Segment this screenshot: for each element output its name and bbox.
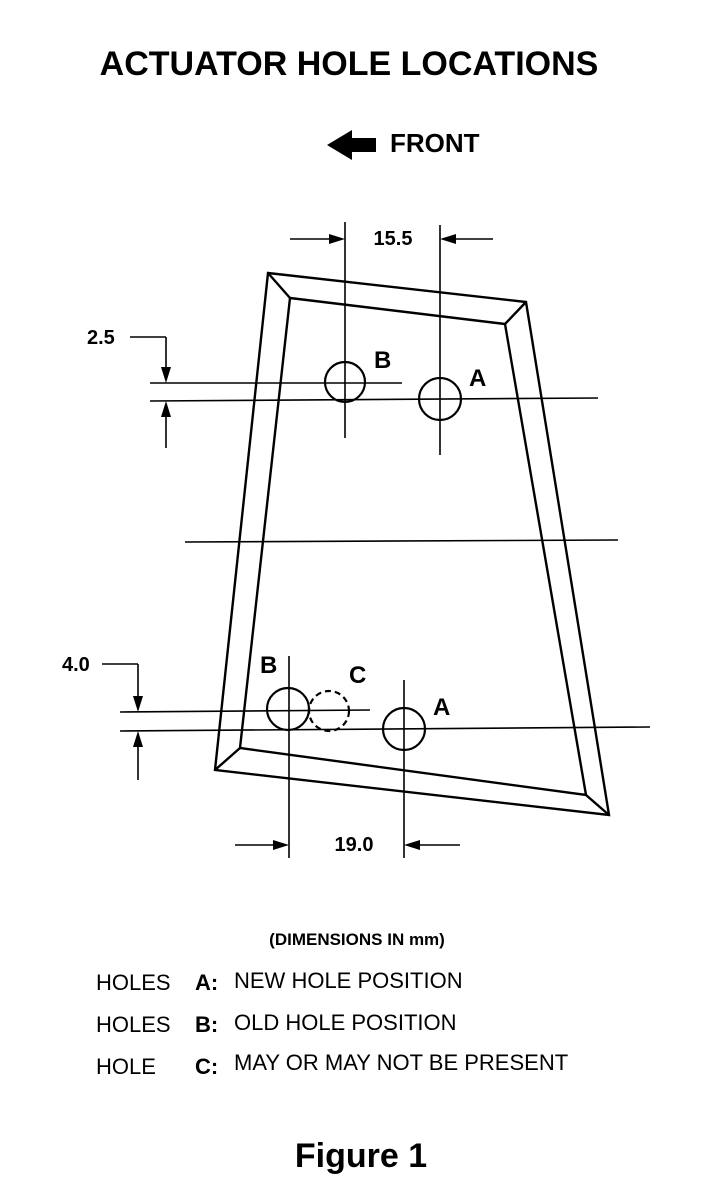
- diagram-title: ACTUATOR HOLE LOCATIONS: [100, 45, 599, 83]
- bottom-hole-b: [265, 686, 311, 732]
- legend-key: C:: [195, 1054, 218, 1079]
- top-horizontal-dimension: [290, 222, 493, 455]
- legend-description: OLD HOLE POSITION: [234, 1010, 457, 1035]
- bottom-horizontal-dimension-value: 19.0: [335, 834, 374, 856]
- bottom-hole-a: [381, 706, 427, 752]
- legend-prefix: HOLE: [96, 1054, 156, 1079]
- legend-item: HOLES A: NEW HOLE POSITION: [96, 968, 463, 995]
- legend-description: NEW HOLE POSITION: [234, 968, 463, 993]
- top-hole-a-label: A: [469, 365, 486, 392]
- bottom-vertical-dimension-value: 4.0: [62, 654, 90, 676]
- units-note: (DIMENSIONS IN mm): [269, 930, 445, 949]
- figure-caption: Figure 1: [295, 1137, 427, 1175]
- front-label: FRONT: [390, 128, 480, 158]
- bottom-vertical-dimension: [102, 663, 651, 780]
- bottom-horizontal-dimension: [235, 840, 460, 850]
- legend-key: B:: [195, 1012, 218, 1037]
- bottom-hole-c-label: C: [349, 662, 366, 689]
- top-horizontal-dimension-value: 15.5: [374, 228, 413, 250]
- bottom-hole-b-label: B: [260, 652, 277, 679]
- legend-item: HOLE C: MAY OR MAY NOT BE PRESENT: [96, 1050, 568, 1079]
- plate-center-line: [184, 539, 619, 543]
- top-hole-b-label: B: [374, 347, 391, 374]
- plate-outline: [213, 271, 611, 817]
- legend-item: HOLES B: OLD HOLE POSITION: [96, 1010, 457, 1037]
- left-arrow-icon: [327, 130, 376, 160]
- bottom-hole-c: [307, 689, 351, 733]
- top-vertical-dimension: [130, 336, 599, 448]
- legend-description: MAY OR MAY NOT BE PRESENT: [234, 1050, 568, 1075]
- legend-prefix: HOLES: [96, 970, 171, 995]
- bottom-hole-a-label: A: [433, 694, 450, 721]
- legend: HOLES A: NEW HOLE POSITION HOLES B: OLD …: [96, 968, 568, 1079]
- legend-key: A:: [195, 970, 218, 995]
- top-vertical-dimension-value: 2.5: [87, 327, 115, 349]
- legend-prefix: HOLES: [96, 1012, 171, 1037]
- top-hole-b: [323, 360, 367, 404]
- top-hole-a: [417, 376, 463, 422]
